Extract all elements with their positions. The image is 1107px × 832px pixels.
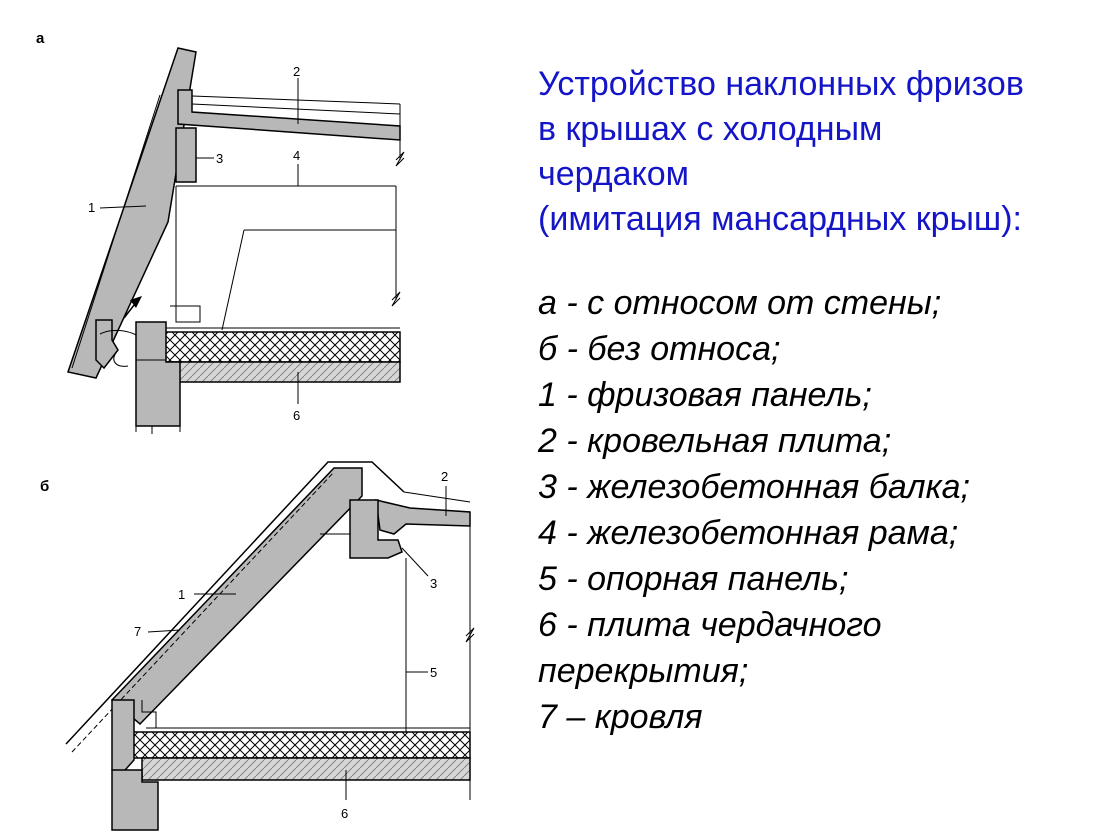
legend-list: а - с относом от стены; б - без относа; … [538, 280, 1098, 740]
frieze-panel-b [110, 467, 363, 726]
roofing-b [65, 461, 405, 745]
diagram-a: 1 2 3 4 6 [67, 47, 405, 434]
label-3-a: 3 [216, 151, 223, 166]
beam-b [349, 499, 403, 559]
label-7-b: 7 [134, 624, 141, 639]
attic-slab-a [161, 361, 401, 383]
label-6-a: 6 [293, 408, 300, 423]
label-5-b: 5 [430, 665, 437, 680]
legend-item: 5 - опорная панель; [538, 560, 849, 598]
label-2-a: 2 [293, 64, 300, 79]
legend-item: а - с относом от стены; [538, 284, 942, 322]
legend-item: 2 - кровельная плита; [538, 422, 892, 460]
roof-line-a [71, 94, 161, 369]
panel-label-b: б [40, 478, 50, 495]
legend-item: б - без относа; [538, 330, 781, 368]
description-block: Устройство наклонных фризов в крышах с х… [538, 62, 1098, 740]
slide-title: Устройство наклонных фризов в крышах с х… [538, 62, 1098, 242]
legend-item: 6 - плита чердачного [538, 606, 882, 644]
legend-item: перекрытия; [538, 652, 749, 690]
insulation-a [161, 331, 401, 363]
label-4-a: 4 [293, 148, 300, 163]
attic-slab-b [141, 757, 471, 781]
legend-item: 7 – кровля [538, 698, 703, 736]
label-6-b: 6 [341, 806, 348, 821]
support-bracket-b [111, 699, 135, 780]
panel-label-a: а [36, 30, 45, 47]
legend-item: 1 - фризовая панель; [538, 376, 872, 414]
title-line-3: чердаком [538, 155, 690, 193]
legend-item: 3 - железобетонная балка; [538, 468, 971, 506]
label-1-a: 1 [88, 200, 95, 215]
legend-item: 4 - железобетонная рама; [538, 514, 959, 552]
label-3-b: 3 [430, 576, 437, 591]
roof-slab-b [375, 499, 471, 535]
title-line-1: Устройство наклонных фризов [538, 65, 1024, 103]
diagram-b: 1 7 2 3 5 6 [65, 461, 475, 831]
title-line-2: в крышах с холодным [538, 110, 883, 148]
label-2-b: 2 [441, 469, 448, 484]
title-line-4: (имитация мансардных крыш): [538, 200, 1022, 238]
frieze-section-diagram: 1 2 3 4 6 [65, 47, 475, 831]
label-1-b: 1 [178, 587, 185, 602]
wall-b [111, 769, 159, 831]
beam-a [175, 127, 197, 183]
roof-slab-a [177, 89, 401, 141]
insulation-b [125, 731, 471, 759]
